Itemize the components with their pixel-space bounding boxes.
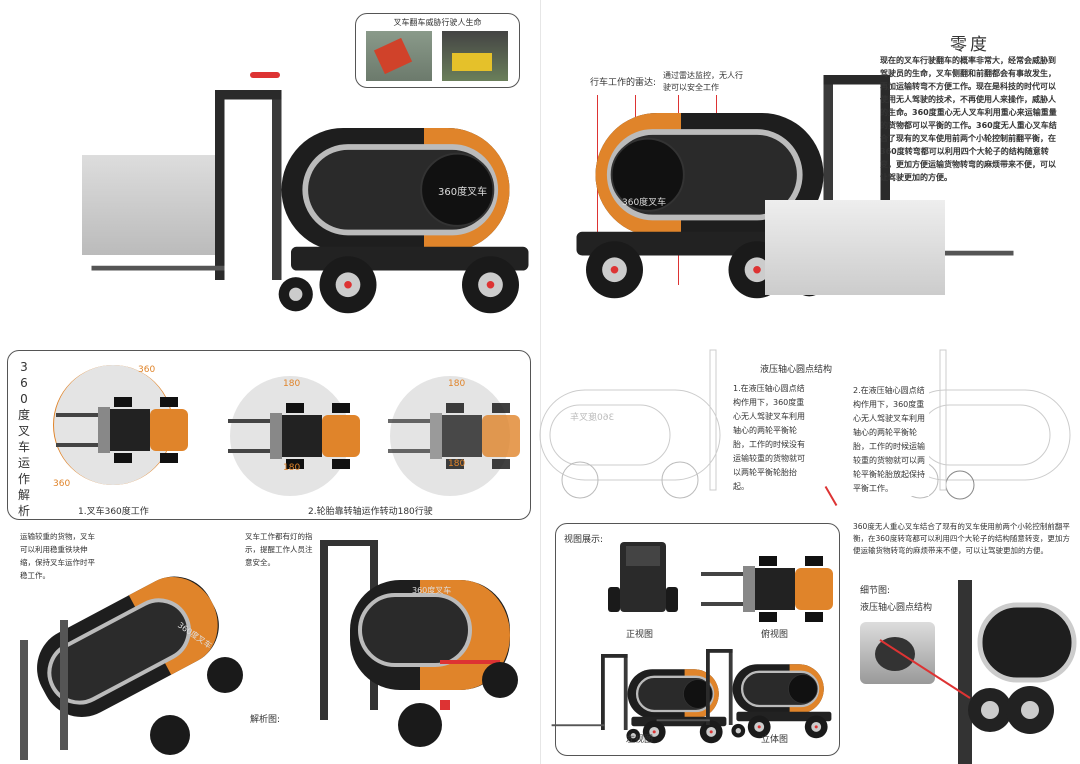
title-char: 析 — [17, 504, 30, 518]
caption-360: 1.叉车360度工作 — [78, 507, 149, 517]
topview-360 — [56, 397, 188, 463]
radar-label: 行车工作的雷达: — [590, 78, 657, 88]
red-top-light — [250, 72, 280, 78]
rollover-photo-2 — [442, 31, 508, 81]
title-char: 运 — [17, 456, 30, 470]
hero-forklift-left — [215, 90, 535, 330]
detail-title: 细节图: — [860, 586, 891, 596]
explode-forklift-iso-right — [320, 540, 518, 747]
title-char: 解 — [17, 488, 30, 502]
iso-view — [655, 647, 833, 740]
hero-logo-right: 360度叉车 — [622, 198, 667, 208]
hydraulic-title: 液压轴心圆点结构 — [760, 365, 833, 375]
top-view — [701, 556, 833, 622]
cargo-box — [82, 155, 217, 255]
title-char: 叉 — [17, 424, 30, 438]
detail-forklift-closeup — [879, 580, 1077, 764]
left-view-label: 左视图 — [626, 735, 654, 745]
radar-description: 通过雷达监控，无人行驶可以安全工作 — [663, 71, 743, 92]
title-char: 3 — [20, 360, 28, 374]
top-view-label: 俯视图 — [761, 630, 789, 640]
explode-forklift-iso-left — [20, 576, 243, 760]
intro-paragraph: 现在的叉车行驶翻车的概率非常大，经常会威胁到驾驶员的生命，叉车侧翻和前翻都会有事… — [880, 56, 1057, 182]
pointer-arrow — [824, 485, 838, 507]
front-view — [608, 542, 678, 612]
title-char: 0 — [20, 392, 28, 406]
rollover-photo-1 — [366, 31, 432, 81]
front-view-label: 正视图 — [626, 630, 654, 640]
angle-180-top: 180 — [283, 379, 301, 389]
title-char: 作 — [17, 472, 30, 486]
hydraulic-note-1: 1.在液压轴心圆点结构作用下，360度重心无人驾驶叉车利用轴心的两轮平衡轮胎，工… — [733, 382, 809, 494]
hydraulic-note-2: 2.在液压轴心圆点结构作用下，360度重心无人驾驶叉车利用轴心的两轮平衡轮胎，工… — [853, 384, 929, 496]
hydraulic-sketch-1 — [539, 349, 721, 499]
explode-note-left: 运输较重的货物，叉车可以利用稳重铁块伸缩，保持叉车运作时平稳工作。 — [20, 532, 95, 580]
title-char: 车 — [17, 440, 30, 454]
angle-180-top: 180 — [448, 379, 466, 389]
views-title: 视图展示: — [564, 535, 604, 545]
iso-view-label: 立体图 — [761, 735, 789, 745]
hydraulic-summary: 360度无人重心叉车结合了现有的叉车使用前两个小轮控制前翻平衡，在360度转弯都… — [853, 522, 1070, 555]
angle-180-bottom: 180 — [283, 463, 301, 473]
sketch-logo: 360度叉车 — [570, 413, 615, 423]
detail-subtitle: 液压轴心圆点结构 — [860, 603, 933, 613]
angle-180-bottom: 180 — [448, 459, 466, 469]
angle-360-top: 360 — [138, 365, 156, 375]
explode-logo-2: 360度叉车 — [412, 586, 452, 595]
page-divider — [540, 0, 541, 764]
angle-360-bottom: 360 — [53, 479, 71, 489]
detail-inset-photo — [860, 622, 935, 684]
cargo-box-right — [765, 200, 945, 295]
rollover-photo-panel: 叉车翻车威胁行驶人生命 — [355, 13, 520, 88]
caption-180: 2.轮胎靠转轴运作转动180行驶 — [308, 507, 433, 517]
title-char: 度 — [17, 408, 30, 422]
views-panel: 视图展示: 正视图 俯视图 左视图 立体图 — [550, 523, 840, 756]
title-char: 6 — [20, 376, 28, 390]
explode-note-right: 叉车工作都有灯的指示，提醒工作人员注意安全。 — [245, 532, 313, 567]
page-title: 零度 — [950, 35, 990, 55]
analysis-vertical-title: 3 6 0 度叉车运作解析 — [16, 359, 32, 519]
explode-caption: 解析图: — [250, 715, 281, 725]
rollover-caption: 叉车翻车威胁行驶人生命 — [393, 18, 482, 27]
topview-180a — [228, 403, 360, 469]
hero-logo-left: 360度叉车 — [438, 187, 488, 198]
